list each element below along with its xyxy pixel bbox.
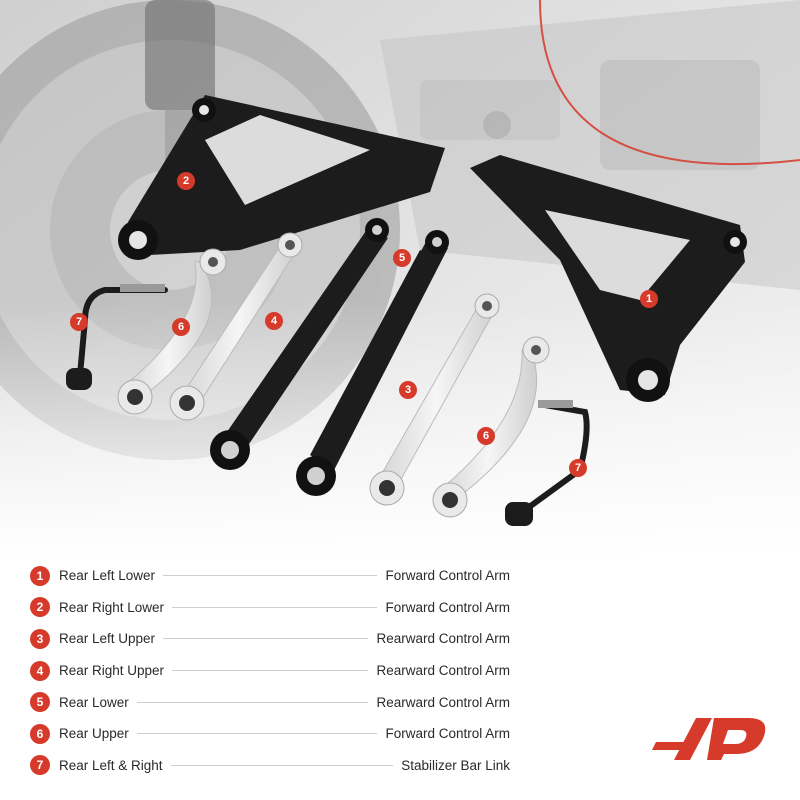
legend-number-badge: 5 xyxy=(30,692,50,713)
ap-logo-icon xyxy=(652,718,766,760)
legend-divider xyxy=(163,638,369,640)
callout-badge-3: 3 xyxy=(399,381,417,399)
legend-row: 4 Rear Right Upper Rearward Control Arm xyxy=(30,655,510,687)
control-arm-6-left xyxy=(117,248,227,415)
legend-number-badge: 1 xyxy=(30,565,50,586)
legend-number-badge: 4 xyxy=(30,660,50,681)
legend-part-label: Forward Control Arm xyxy=(385,726,510,742)
legend-divider xyxy=(172,670,369,672)
legend-position-label: Rear Right Lower xyxy=(59,599,165,615)
legend-divider xyxy=(172,606,378,608)
legend-row: 6 Rear Upper Forward Control Arm xyxy=(30,718,510,750)
control-arm-5-left xyxy=(210,218,389,470)
callout-badge-6-right: 6 xyxy=(477,427,495,445)
callout-badge-7-right: 7 xyxy=(569,459,587,477)
callout-badge-2: 2 xyxy=(177,172,195,190)
legend-number-badge: 3 xyxy=(30,628,50,649)
control-arm-4 xyxy=(169,232,303,421)
legend-position-label: Rear Left Lower xyxy=(59,568,156,584)
callout-badge-5: 5 xyxy=(393,249,411,267)
legend-divider xyxy=(136,701,369,703)
legend-number-badge: 2 xyxy=(30,597,50,618)
parts-legend: 1 Rear Left Lower Forward Control Arm 2 … xyxy=(30,560,510,781)
legend-part-label: Forward Control Arm xyxy=(385,568,510,584)
legend-row: 7 Rear Left & Right Stabilizer Bar Link xyxy=(30,750,510,782)
legend-position-label: Rear Left & Right xyxy=(59,757,163,773)
legend-divider xyxy=(170,764,394,766)
legend-part-label: Forward Control Arm xyxy=(385,599,510,615)
callout-badge-6-left: 6 xyxy=(172,318,190,336)
legend-divider xyxy=(136,733,378,735)
callout-badge-7-left: 7 xyxy=(70,313,88,331)
legend-position-label: Rear Lower xyxy=(59,694,129,710)
legend-part-label: Stabilizer Bar Link xyxy=(401,757,510,773)
control-arm-3 xyxy=(369,293,500,506)
legend-number-badge: 7 xyxy=(30,755,50,776)
legend-row: 5 Rear Lower Rearward Control Arm xyxy=(30,686,510,718)
legend-divider xyxy=(163,575,378,577)
product-photo xyxy=(0,0,800,560)
control-arm-1 xyxy=(470,155,747,402)
legend-row: 1 Rear Left Lower Forward Control Arm xyxy=(30,560,510,592)
legend-part-label: Rearward Control Arm xyxy=(376,663,510,679)
control-arm-5-right xyxy=(296,230,449,496)
callout-badge-1: 1 xyxy=(640,290,658,308)
legend-row: 3 Rear Left Upper Rearward Control Arm xyxy=(30,623,510,655)
legend-number-badge: 6 xyxy=(30,723,50,744)
legend-part-label: Rearward Control Arm xyxy=(376,631,510,647)
legend-position-label: Rear Left Upper xyxy=(59,631,156,647)
legend-row: 2 Rear Right Lower Forward Control Arm xyxy=(30,592,510,624)
control-arm-6-right xyxy=(432,336,550,518)
legend-position-label: Rear Right Upper xyxy=(59,663,165,679)
callout-badge-4: 4 xyxy=(265,312,283,330)
legend-position-label: Rear Upper xyxy=(59,726,129,742)
legend-part-label: Rearward Control Arm xyxy=(376,694,510,710)
control-arm-2 xyxy=(118,95,445,260)
